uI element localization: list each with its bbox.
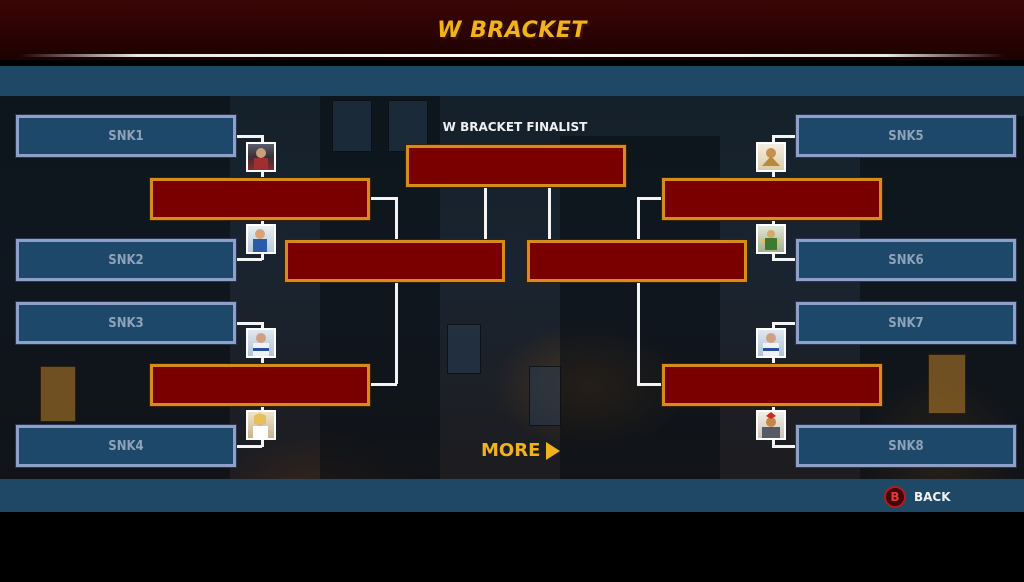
header-divider: [20, 54, 1004, 57]
round2-slot-left-top[interactable]: [149, 177, 371, 221]
header-bar: W BRACKET: [0, 0, 1024, 60]
player-slot[interactable]: SNK1: [15, 114, 237, 158]
semifinal-slot-left[interactable]: [284, 239, 506, 283]
connector: [484, 187, 487, 241]
character-portrait-icon: [246, 142, 276, 172]
player-name: SNK4: [108, 438, 144, 454]
connector: [237, 135, 262, 138]
connector: [772, 258, 797, 261]
player-slot[interactable]: SNK4: [15, 424, 237, 468]
connector: [548, 187, 551, 241]
back-button[interactable]: B BACK: [884, 486, 951, 508]
player-name: SNK7: [888, 315, 924, 331]
connector: [637, 197, 664, 200]
connector: [637, 197, 640, 384]
play-triangle-icon: [546, 441, 561, 460]
finalist-label: W BRACKET FINALIST: [442, 120, 588, 134]
connector: [772, 135, 797, 138]
player-name: SNK1: [108, 128, 144, 144]
character-portrait-icon: [756, 142, 786, 172]
finalist-slot[interactable]: [405, 144, 627, 188]
top-band: [0, 66, 1024, 96]
connector: [637, 383, 664, 386]
character-portrait-icon: [246, 328, 276, 358]
player-slot[interactable]: SNK8: [795, 424, 1017, 468]
connector: [370, 383, 397, 386]
player-slot[interactable]: SNK7: [795, 301, 1017, 345]
player-name: SNK8: [888, 438, 924, 454]
connector: [237, 258, 262, 261]
player-slot[interactable]: SNK2: [15, 238, 237, 282]
more-button[interactable]: MORE: [481, 440, 561, 461]
round2-slot-right-bottom[interactable]: [661, 363, 883, 407]
back-label: BACK: [914, 490, 951, 504]
player-slot[interactable]: SNK5: [795, 114, 1017, 158]
round2-slot-left-bottom[interactable]: [149, 363, 371, 407]
round2-slot-right-top[interactable]: [661, 177, 883, 221]
bottom-band: [0, 479, 1024, 512]
b-button-icon: B: [884, 486, 906, 508]
player-slot[interactable]: SNK6: [795, 238, 1017, 282]
connector: [772, 322, 797, 325]
connector: [237, 445, 262, 448]
character-portrait-icon: [756, 328, 786, 358]
player-name: SNK6: [888, 252, 924, 268]
player-slot[interactable]: SNK3: [15, 301, 237, 345]
connector: [370, 197, 397, 200]
more-label: MORE: [481, 440, 541, 461]
character-portrait-icon: [756, 224, 786, 254]
player-name: SNK3: [108, 315, 144, 331]
player-name: SNK5: [888, 128, 924, 144]
character-portrait-icon: [756, 410, 786, 440]
connector: [772, 445, 797, 448]
player-name: SNK2: [108, 252, 144, 268]
connector: [237, 322, 262, 325]
semifinal-slot-right[interactable]: [526, 239, 748, 283]
page-title: W BRACKET: [437, 18, 587, 43]
character-portrait-icon: [246, 224, 276, 254]
character-portrait-icon: [246, 410, 276, 440]
connector: [395, 197, 398, 384]
